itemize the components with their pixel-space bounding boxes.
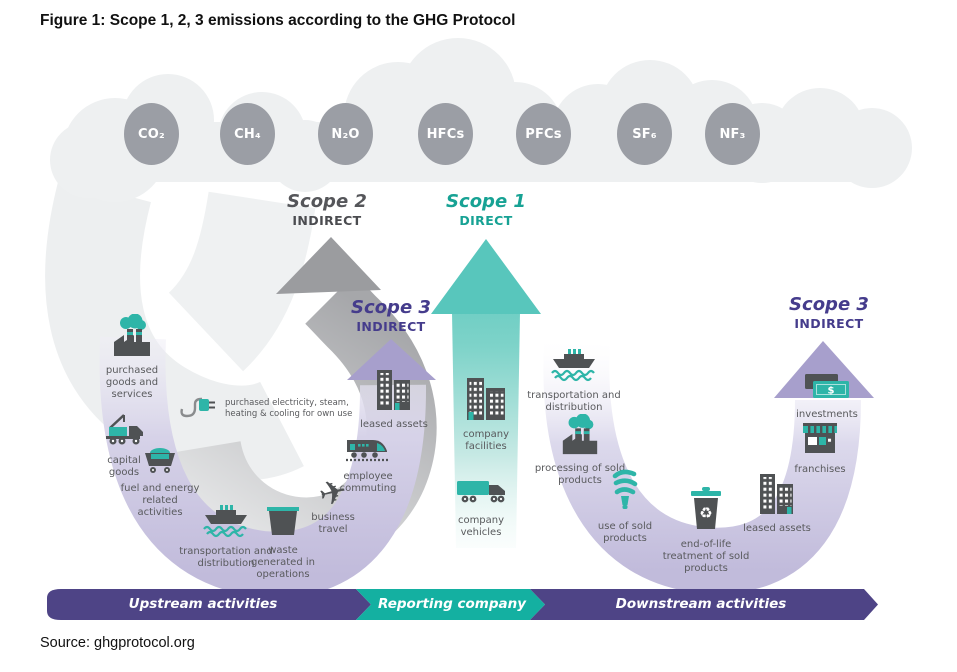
dumpster-icon (264, 502, 302, 542)
activity-leased-assets-downstream: leased assets (732, 470, 822, 535)
gas-bubble-pfcs: PFCs (516, 103, 571, 165)
gas-bubble-ch4: CH₄ (220, 103, 275, 165)
scope3-downstream-heading: Scope 3 INDIRECT (789, 294, 869, 331)
gas-label: CH₄ (234, 126, 261, 142)
building-icon (463, 376, 509, 426)
gas-label: HFCs (426, 126, 465, 142)
activity-company-facilities: company facilities (450, 376, 522, 453)
recycle-bin-icon: ♻ (688, 486, 724, 536)
building-icon (758, 470, 796, 520)
activity-employee-commuting: employee commuting (325, 436, 411, 495)
activity-purchased-goods: purchased goods and services (96, 313, 168, 400)
gas-bubble-nf3: NF₃ (705, 103, 760, 165)
plug-icon (178, 394, 216, 424)
crane-truck-icon (102, 412, 146, 452)
gas-label: SF₆ (632, 126, 657, 142)
activity-capital-goods: capital goods (93, 412, 155, 479)
activity-end-of-life: ♻ end-of-life treatment of sold products (660, 486, 752, 574)
factory-icon (558, 413, 602, 460)
ship-icon (550, 347, 598, 387)
storefront-icon (801, 421, 839, 461)
downstream-band-label: Downstream activities (615, 596, 787, 612)
background-swoosh-upper (167, 191, 316, 372)
activity-transport-upstream: transportation and distribution (176, 503, 276, 570)
cfl-bulb-icon (610, 468, 640, 518)
money-icon: $ (803, 372, 851, 406)
scope1-heading: Scope 1 DIRECT (446, 191, 526, 228)
truck-icon (455, 478, 507, 512)
bottom-band (47, 589, 878, 620)
gas-bubble-n2o: N₂O (318, 103, 373, 165)
cloud-shape (50, 38, 912, 202)
activity-company-vehicles: company vehicles (444, 478, 518, 539)
svg-text:♻: ♻ (699, 504, 712, 522)
scope2-heading: Scope 2 INDIRECT (287, 191, 367, 228)
activity-purchased-electricity: purchased electricity, steam, heating & … (178, 394, 377, 424)
activity-fuel-energy: fuel and energy related activities (120, 444, 200, 518)
gas-label: CO₂ (138, 126, 165, 142)
activity-waste: waste generated in operations (244, 502, 322, 580)
ship-icon (202, 503, 250, 543)
gas-bubble-sf6: SF₆ (617, 103, 672, 165)
gas-label: PFCs (525, 126, 562, 142)
reporting-band-label: Reporting company (377, 596, 527, 612)
building-icon (375, 366, 413, 416)
gas-label: N₂O (331, 126, 360, 142)
figure-title: Figure 1: Scope 1, 2, 3 emissions accord… (40, 12, 516, 29)
activity-business-travel: ✈ business travel (311, 470, 355, 535)
upstream-band-label: Upstream activities (128, 596, 278, 612)
train-icon (344, 436, 392, 468)
scope3-upstream-arrow (99, 336, 436, 598)
activity-use-sold-products: use of sold products (585, 468, 665, 545)
mine-cart-icon (142, 444, 178, 480)
figure-source: Source: ghgprotocol.org (40, 635, 195, 651)
activity-leased-assets-upstream: leased assets (350, 366, 438, 431)
activity-processing-sold-products: processing of sold products (534, 413, 626, 487)
gas-bubble-hfcs: HFCs (418, 103, 473, 165)
svg-text:$: $ (828, 386, 835, 397)
scope3-upstream-heading: Scope 3 INDIRECT (351, 297, 431, 334)
activity-franchises: franchises (780, 421, 860, 476)
activity-transport-downstream: transportation and distribution (524, 347, 624, 414)
factory-icon (109, 313, 155, 362)
gas-label: NF₃ (719, 126, 746, 142)
activity-investments: $ investments (782, 372, 872, 421)
gas-bubble-co2: CO₂ (124, 103, 179, 165)
